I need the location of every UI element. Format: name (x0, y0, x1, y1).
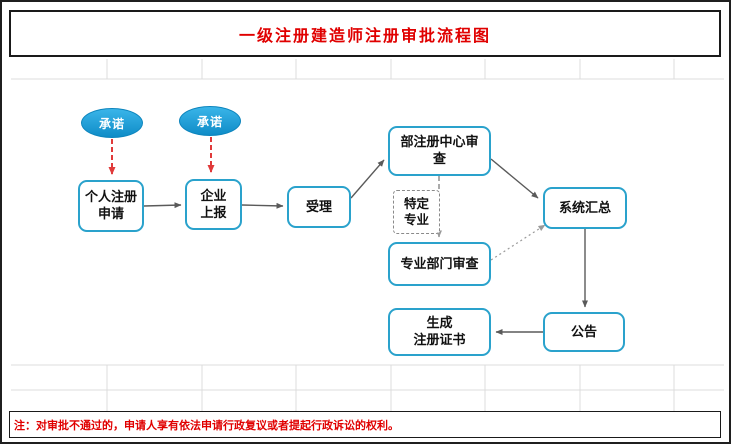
node-accept: 受理 (287, 186, 351, 228)
node-specific-specialty: 特定 专业 (393, 190, 440, 234)
promise-label: 承诺 (196, 114, 223, 129)
node-label: 专业 (403, 213, 429, 227)
promise-ellipse-1: 承诺 (81, 108, 143, 138)
diagram-title: 一级注册建造师注册审批流程图 (9, 10, 721, 57)
node-ministry-center-review: 部注册中心审 查 (388, 126, 491, 176)
arrow-dept-review-to-summary (490, 224, 546, 261)
footnote: 注：对审批不通过的，申请人享有依法申请行政复议或者提起行政诉讼的权利。 (9, 411, 721, 438)
node-label: 特定 (403, 196, 429, 211)
node-label: 专业部门审查 (400, 255, 479, 271)
arrow-personal-to-enterprise (143, 202, 182, 209)
node-announcement: 公告 (543, 312, 625, 352)
node-generate-certificate: 生成 注册证书 (388, 308, 491, 356)
node-system-summary: 系统汇总 (543, 187, 627, 229)
node-label: 部注册中心审 (400, 134, 479, 150)
node-personal-application: 个人注册 申请 (78, 180, 144, 232)
arrow-accept-to-center-review (350, 159, 385, 199)
node-label: 申请 (97, 206, 124, 221)
node-label: 查 (432, 151, 446, 166)
node-label: 受理 (305, 198, 332, 214)
node-enterprise-report: 企业 上报 (185, 179, 242, 230)
node-specialty-dept-review: 专业部门审查 (388, 242, 491, 286)
node-label: 生成 (426, 315, 453, 331)
node-label: 企业 (200, 187, 227, 203)
promise-label: 承诺 (98, 116, 125, 131)
promise-ellipse-2: 承诺 (179, 106, 241, 136)
arrow-center-review-to-summary (490, 158, 539, 199)
node-label: 系统汇总 (558, 199, 611, 215)
node-label: 个人注册 (84, 189, 137, 205)
arrow-enterprise-to-accept (241, 202, 284, 209)
node-label: 注册证书 (413, 332, 466, 347)
node-label: 公告 (570, 323, 597, 339)
node-label: 上报 (200, 204, 227, 220)
